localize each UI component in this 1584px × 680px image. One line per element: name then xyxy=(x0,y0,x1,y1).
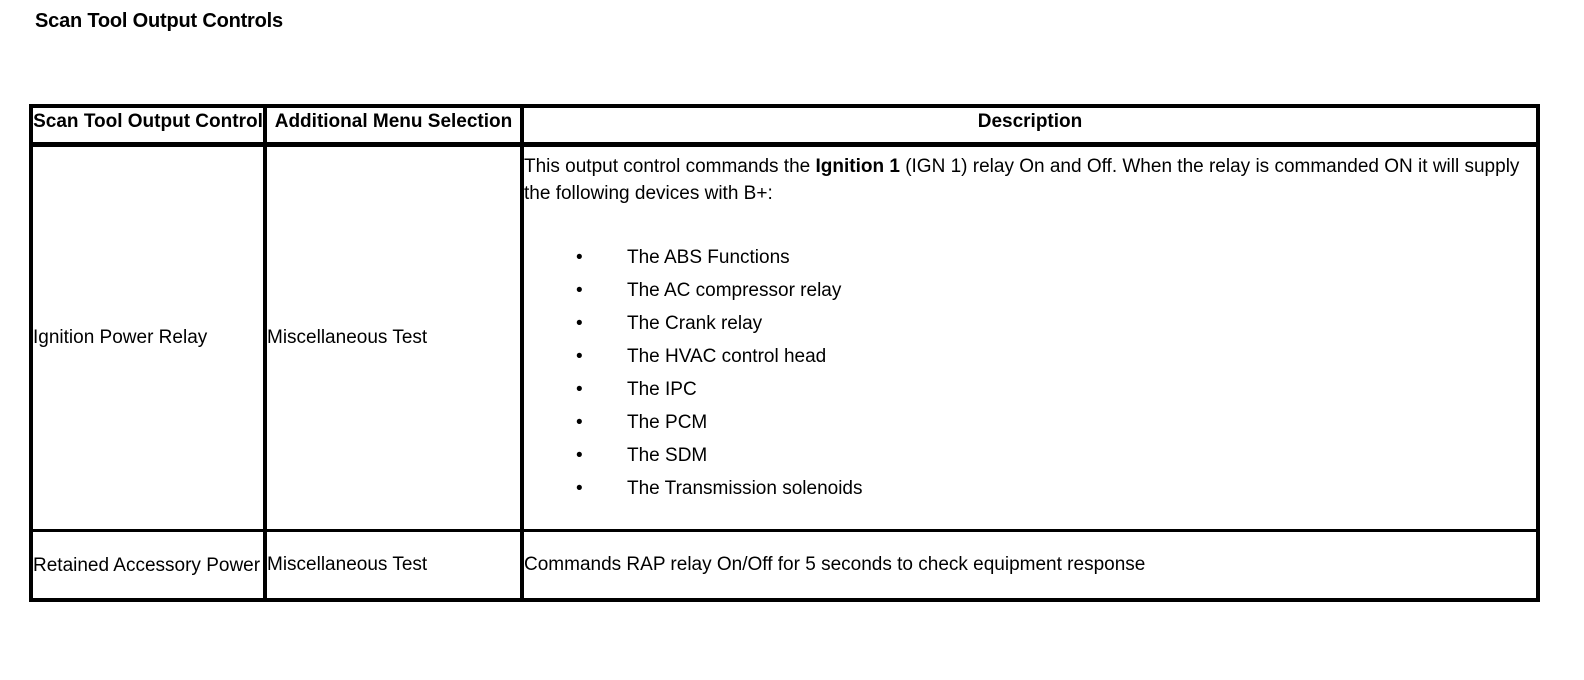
list-item: The HVAC control head xyxy=(524,340,1536,373)
column-header-scan-tool-output-control: Scan Tool Output Control xyxy=(29,106,267,147)
list-item: The Transmission solenoids xyxy=(524,472,1536,505)
list-item: The AC compressor relay xyxy=(524,274,1536,307)
cell-output-control: Retained Accessory Power xyxy=(29,530,267,600)
table-header-row: Scan Tool Output Control Additional Menu… xyxy=(29,106,1540,147)
cell-description: This output control commands the Ignitio… xyxy=(520,144,1540,532)
page-title: Scan Tool Output Controls xyxy=(35,10,283,32)
device-list: The ABS Functions The AC compressor rela… xyxy=(524,241,1536,505)
table-row: Ignition Power Relay Miscellaneous Test … xyxy=(29,144,1540,532)
table-body: Ignition Power Relay Miscellaneous Test … xyxy=(29,144,1540,600)
cell-output-control: Ignition Power Relay xyxy=(29,144,267,532)
list-item: The PCM xyxy=(524,406,1536,439)
list-item: The IPC xyxy=(524,373,1536,406)
description-paragraph: This output control commands the Ignitio… xyxy=(524,153,1536,207)
table-header: Scan Tool Output Control Additional Menu… xyxy=(29,106,1540,147)
column-header-additional-menu-selection: Additional Menu Selection xyxy=(263,106,524,147)
description-text-after: (IGN 1) relay On and Off. When the relay… xyxy=(524,156,1520,204)
list-item: The SDM xyxy=(524,439,1536,472)
table-container: Scan Tool Output Control Additional Menu… xyxy=(29,104,1540,602)
table-row: Retained Accessory Power Miscellaneous T… xyxy=(29,530,1540,600)
cell-menu-selection: Miscellaneous Test xyxy=(263,144,524,532)
cell-description: Commands RAP relay On/Off for 5 seconds … xyxy=(520,530,1540,600)
cell-menu-selection: Miscellaneous Test xyxy=(263,530,524,600)
list-item: The ABS Functions xyxy=(524,241,1536,274)
list-item: The Crank relay xyxy=(524,307,1536,340)
scan-tool-output-controls-table: Scan Tool Output Control Additional Menu… xyxy=(29,104,1540,602)
description-text-before: This output control commands the xyxy=(524,156,816,177)
description-keyword: Ignition 1 xyxy=(815,156,900,177)
column-header-description: Description xyxy=(520,106,1540,147)
cell-spacer xyxy=(524,505,1536,529)
